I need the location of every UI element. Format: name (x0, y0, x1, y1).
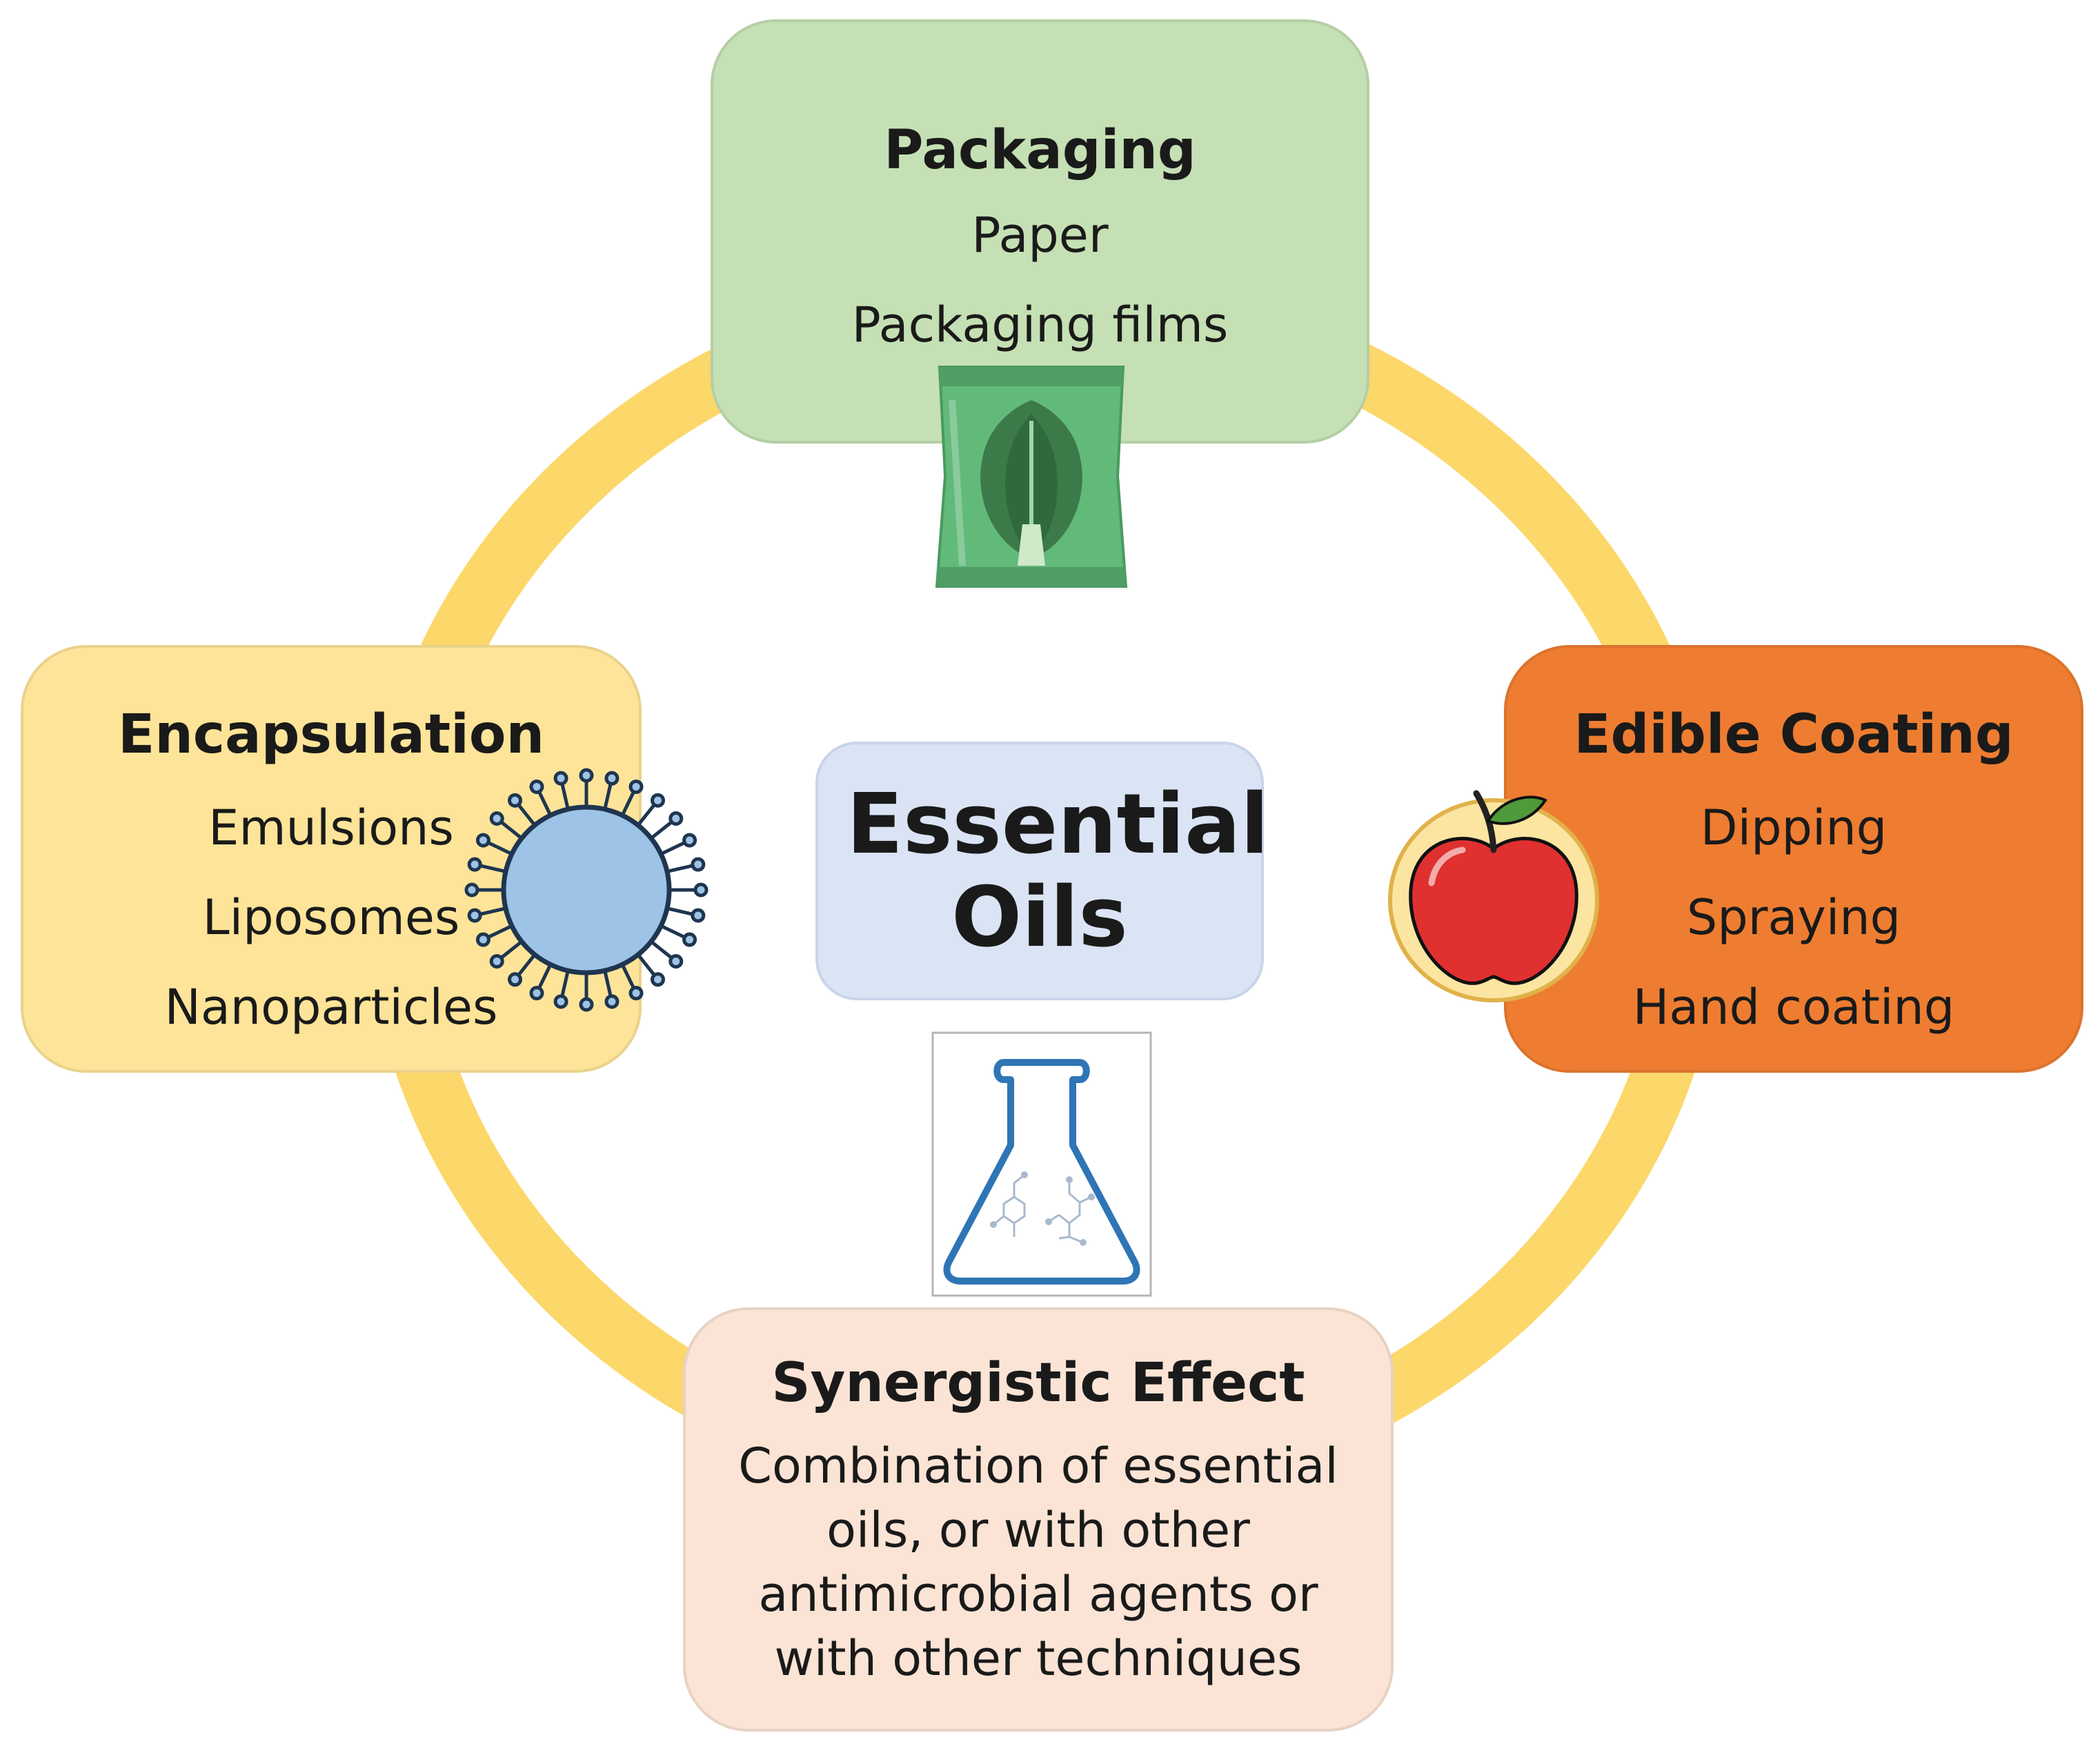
liposome-spike (537, 964, 553, 989)
liposome-spike (660, 924, 686, 939)
liposome-spike (620, 791, 635, 816)
packaged-greens-icon (935, 366, 1128, 588)
center-label: Essential Oils (846, 776, 1269, 966)
liposome-spike-head (604, 771, 620, 786)
encapsulation-item: Emulsions (208, 799, 454, 856)
liposome-spike-head (682, 833, 697, 848)
liposome-spike (650, 940, 673, 960)
liposome-spike-head (464, 882, 479, 898)
liposome-spike (517, 953, 537, 977)
liposome-spike (660, 841, 686, 856)
liposome-spike (650, 820, 673, 840)
liposome-spike-head (508, 972, 523, 987)
liposome-spike-head (467, 908, 482, 923)
essential-oils-center: Essential Oils (815, 742, 1269, 1000)
liposome-spike (666, 906, 693, 916)
flask-icon (931, 1031, 1152, 1297)
liposome-spike (560, 783, 570, 810)
synergistic-effect-box: Synergistic Effect Combination of essent… (683, 1307, 1394, 1732)
liposome-spike (499, 820, 523, 840)
liposome-spike-head (553, 771, 568, 786)
liposome-spike-head (650, 793, 665, 808)
liposome-spike (517, 803, 537, 826)
synergistic-effect-title: Synergistic Effect (771, 1352, 1305, 1414)
liposome-spike-head (508, 793, 523, 808)
edible-coating-item: Hand coating (1632, 978, 1955, 1036)
liposome-spike-head (650, 972, 665, 987)
apple-icon (1388, 790, 1599, 1002)
liposome-icon (464, 768, 709, 1012)
liposome-spike (560, 970, 570, 997)
liposome-spike (666, 864, 693, 873)
edible-coating-title: Edible Coating (1574, 704, 2014, 766)
liposome-spike-head (691, 857, 706, 872)
liposome-spike-head (529, 986, 544, 1001)
edible-coating-item: Dipping (1700, 799, 1888, 856)
liposome-spike-head (668, 811, 684, 826)
liposome-spike-head (693, 882, 709, 898)
liposome-spike-head (668, 953, 684, 969)
liposome-spike-head (489, 953, 504, 969)
liposome-spike (499, 940, 523, 960)
liposome-spike (487, 924, 513, 939)
liposome-spike (479, 906, 506, 916)
liposome-spike (537, 791, 553, 816)
encapsulation-title: Encapsulation (118, 704, 544, 766)
packaging-title: Packaging (884, 119, 1196, 181)
liposome-spike (620, 964, 635, 989)
packaging-item: Paper (971, 206, 1109, 264)
liposome-spike-head (529, 779, 544, 794)
liposome-spike-head (475, 833, 491, 848)
encapsulation-item: Liposomes (202, 889, 460, 946)
liposome-spike (603, 783, 613, 810)
liposome-spike-head (628, 986, 644, 1001)
liposome-spike-head (579, 997, 594, 1012)
edible-coating-item: Spraying (1686, 889, 1901, 946)
liposome-spike (636, 803, 656, 826)
liposome-spike-head (682, 932, 697, 947)
liposome-spike-head (553, 994, 568, 1009)
liposome-spike-head (489, 811, 504, 826)
encapsulation-item: Nanoparticles (164, 978, 498, 1036)
liposome-spike (487, 841, 513, 856)
liposome-spike-head (579, 768, 594, 783)
liposome-spike-head (604, 994, 620, 1009)
synergistic-effect-description: Combination of essential oils, or with o… (738, 1437, 1338, 1687)
liposome-spike (479, 864, 506, 873)
liposome-spike-head (628, 779, 644, 794)
encapsulation-box: Encapsulation Emulsions Liposomes Nanopa… (21, 645, 642, 1073)
edible-coating-box: Edible Coating Dipping Spraying Hand coa… (1504, 645, 2083, 1073)
packaging-item: Packaging films (851, 296, 1229, 353)
liposome-spike-head (475, 932, 491, 947)
liposome-spike-head (467, 857, 482, 872)
liposome-spike-head (691, 908, 706, 923)
liposome-spike (603, 970, 613, 997)
liposome-spike (636, 953, 656, 977)
